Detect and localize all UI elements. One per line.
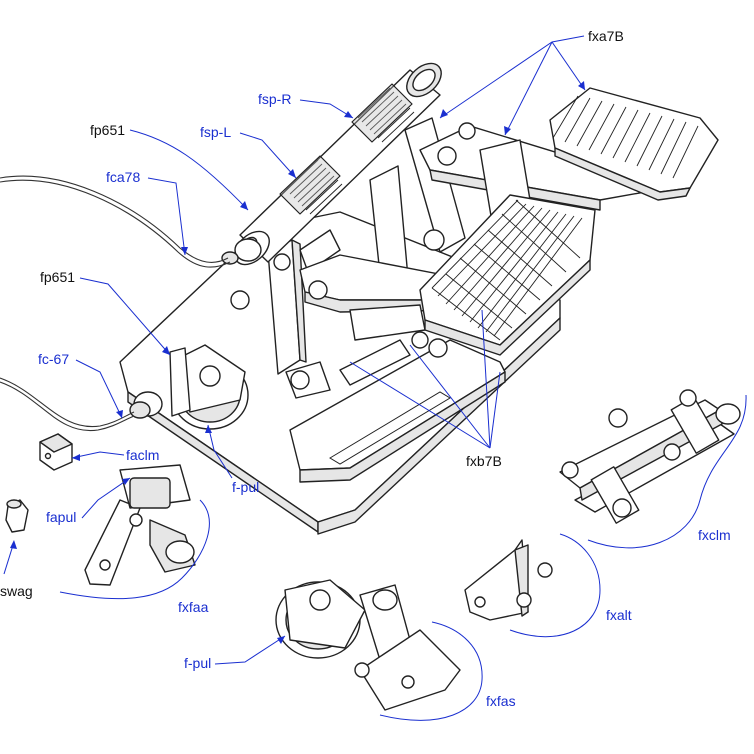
spring-left-coils — [279, 155, 343, 215]
fxfaa-assembly — [84, 464, 196, 586]
fxclm-assembly — [559, 389, 741, 524]
label-f-pul-bottom: f-pul — [184, 655, 211, 671]
label-fsp-l: fsp-L — [200, 124, 231, 140]
faclm-part — [39, 433, 73, 471]
spring-shaft — [234, 62, 442, 273]
label-fsp-r: fsp-R — [258, 91, 291, 107]
arrowheads — [10, 81, 585, 644]
label-fxa7B: fxa7B — [588, 28, 624, 44]
label-f-pul-mid: f-pul — [232, 479, 259, 495]
label-faclm: faclm — [126, 447, 159, 463]
fxalt-bracket — [464, 539, 553, 621]
label-fxfas: fxfas — [486, 693, 516, 709]
label-fapul: fapul — [46, 509, 76, 525]
cables — [0, 175, 231, 432]
pedal-pad-ribbed — [549, 87, 719, 201]
label-fxfaa: fxfaa — [178, 599, 209, 615]
label-fxb7B: fxb7B — [466, 453, 502, 469]
fxfas-assembly — [275, 579, 461, 711]
label-fca78: fca78 — [106, 169, 140, 185]
spring-right-coils — [351, 83, 415, 143]
callout-labels: fxa7B fsp-R fsp-L fp651 fca78 fp651 fc-6… — [0, 28, 731, 709]
swag-part — [5, 499, 29, 533]
label-fxalt: fxalt — [606, 607, 632, 623]
label-fxclm: fxclm — [698, 527, 731, 543]
leader-lines — [3, 35, 747, 721]
main-pulley — [129, 238, 262, 430]
label-fp651-top: fp651 — [90, 122, 125, 138]
pedal-pad-grid — [419, 194, 596, 356]
label-fp651-mid: fp651 — [40, 269, 75, 285]
label-swag: swag — [0, 583, 33, 599]
lower-bracket — [289, 339, 506, 483]
label-fc-67: fc-67 — [38, 351, 69, 367]
